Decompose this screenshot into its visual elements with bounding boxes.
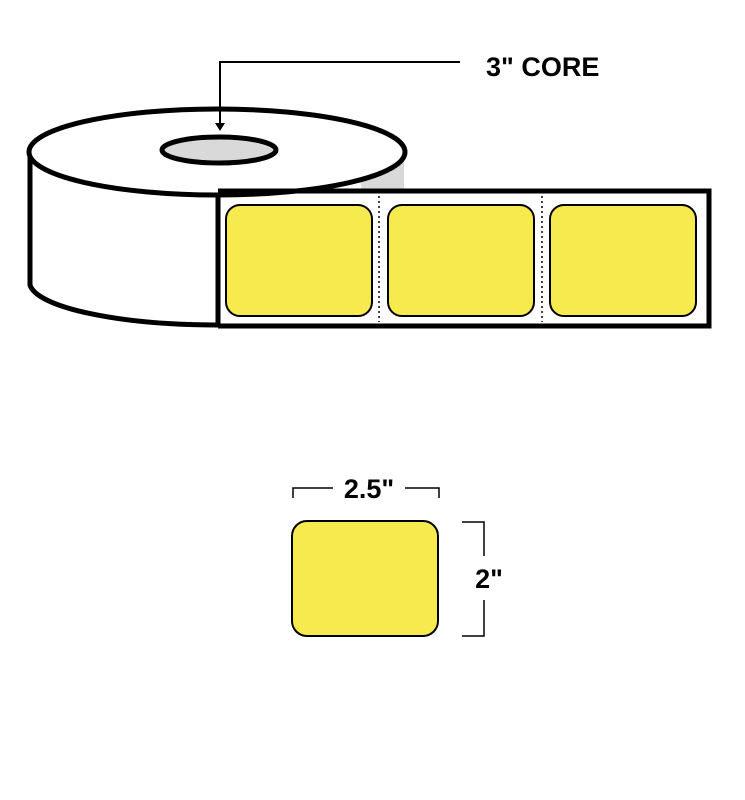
core-leader-arrowhead — [215, 123, 225, 131]
liner-outline — [218, 188, 712, 329]
core-leader-line — [219, 61, 460, 128]
width-label: 2.5" — [344, 474, 394, 504]
roll-label — [387, 204, 535, 317]
label-roll — [26, 106, 408, 328]
label-dimension-detail: 2.5" 2" — [291, 474, 503, 637]
core-hole — [159, 134, 279, 166]
roll-label — [549, 204, 697, 317]
roll-label — [225, 204, 373, 317]
height-label: 2" — [475, 564, 503, 594]
core-label: 3" CORE — [486, 52, 599, 82]
width-dimension-bracket — [292, 487, 440, 498]
height-dimension-bracket — [462, 521, 485, 637]
single-label — [291, 520, 439, 637]
label-liner-strip — [217, 188, 712, 329]
core-callout: 3" CORE — [215, 52, 599, 131]
